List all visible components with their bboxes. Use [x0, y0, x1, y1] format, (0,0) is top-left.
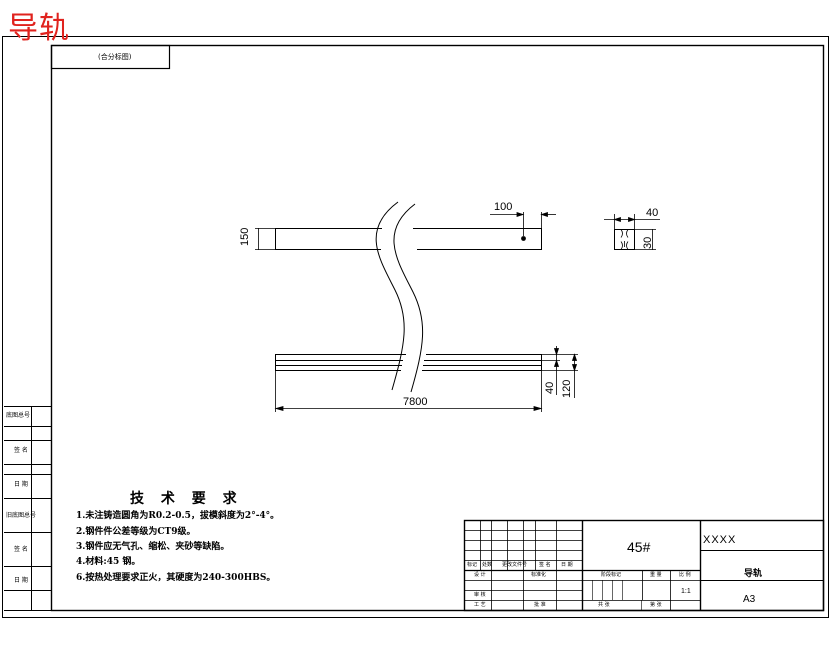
dim-length-text: 7800 — [403, 396, 428, 408]
stamp-label: (合分标图) — [98, 53, 132, 61]
tb-label-review: 审 核 — [474, 592, 486, 598]
tech-requirement-item: 6.按热处理要求正火，其硬度为240-300HBS。 — [76, 573, 276, 583]
tb-label-standard: 标准化 — [531, 572, 547, 578]
title-block-grid — [463, 519, 825, 612]
rail-front-view — [275, 354, 542, 371]
sheet-size: A3 — [743, 594, 756, 605]
inner-frame — [50, 44, 825, 612]
mounting-hole — [521, 236, 526, 241]
stamp-box — [50, 44, 171, 70]
scale-value: 1:1 — [681, 588, 691, 595]
dim-hole-offset-text: 100 — [494, 201, 513, 213]
tech-requirement-item: 4.材料:45 钢。 — [76, 557, 141, 567]
tb-label-weight: 重 量 — [650, 572, 662, 578]
tb-label-sign: 签 名 — [539, 562, 551, 568]
break-lines — [375, 201, 424, 393]
tb-label-approve: 批 准 — [534, 602, 546, 608]
rail-top-view — [275, 228, 542, 250]
left-strip-label: 底图总号 — [6, 412, 31, 419]
material-value: 45# — [627, 539, 651, 555]
dim-length — [274, 371, 543, 412]
dim-rail-height — [542, 346, 578, 398]
tech-requirement-item: 1.未注铸造圆角为R0.2-0.5，拔模斜度为2°-4°。 — [76, 511, 280, 521]
dim-height-side — [255, 228, 275, 250]
left-strip-label: 日 期 — [14, 481, 28, 488]
tb-label-stage: 阶段标记 — [601, 572, 622, 578]
part-name: 导轨 — [744, 569, 763, 579]
tb-label-scale: 比 例 — [679, 572, 691, 578]
left-strip-grid — [4, 406, 51, 611]
tb-label-count: 处数 — [482, 562, 493, 568]
tb-label-total-sheets: 共 张 — [598, 602, 610, 608]
dim-rail-thickness-text: 40 — [544, 381, 556, 394]
tb-label-mark: 标记 — [467, 562, 478, 568]
tech-requirement-item: 2.钢件件公差等级为CT9级。 — [76, 527, 196, 537]
dim-height-side-text: 150 — [239, 227, 251, 246]
dim-section — [604, 214, 660, 250]
outer-frame — [2, 36, 829, 618]
cross-section — [614, 229, 635, 250]
dim-rail-height-text: 120 — [561, 379, 573, 398]
dim-section-height-text: 30 — [642, 236, 654, 249]
tb-label-design: 设 计 — [474, 572, 486, 578]
tb-label-change-doc: 更改文件号 — [502, 562, 528, 568]
tb-label-date: 日 期 — [561, 562, 573, 568]
company-name: XXXX — [703, 534, 737, 546]
left-strip-label: 签 名 — [14, 546, 28, 553]
dim-section-width-text: 40 — [646, 207, 659, 219]
tech-requirements-heading: 技 术 要 求 — [130, 491, 243, 507]
tb-label-process: 工 艺 — [474, 602, 486, 608]
tech-requirement-item: 3.钢件应无气孔、缩松、夹砂等缺陷。 — [76, 542, 230, 552]
dim-hole-offset — [490, 211, 556, 236]
tb-label-sheet-no: 第 张 — [650, 602, 662, 608]
left-strip-label: 旧底图总号 — [6, 512, 37, 519]
drawing-title-overlay: 导轨 — [8, 11, 70, 46]
left-strip-label: 签 名 — [14, 447, 28, 454]
left-strip-label: 日 期 — [14, 577, 28, 584]
